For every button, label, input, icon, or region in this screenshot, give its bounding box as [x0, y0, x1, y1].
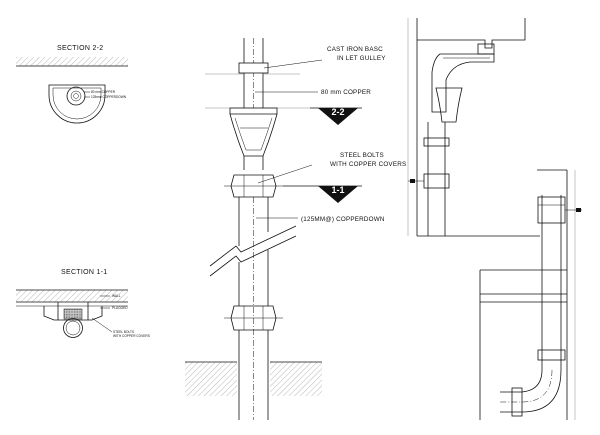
section-2-2: SECTION 2-2 80 mm COPPER 125mm COPPERDOW…	[16, 45, 128, 124]
section-2-2-title: SECTION 2-2	[57, 45, 103, 52]
label-wall: WALL	[112, 294, 121, 298]
lower-bolt-head	[576, 208, 581, 212]
pipe-shoe-detail	[479, 169, 582, 420]
rain-head	[435, 87, 463, 123]
hopper-neck	[243, 156, 264, 170]
shoe-bend-inner	[500, 369, 543, 393]
section-1-1-title: SECTION 1-1	[61, 269, 107, 276]
label-cast-iron-basc: CAST IRON BASC	[327, 46, 383, 53]
leader-gulley	[263, 59, 323, 69]
shoe-collar	[511, 387, 523, 417]
shoe-centerline	[500, 369, 553, 403]
label-80mm-copper: 80 mm COPPER	[321, 89, 371, 96]
wall-hatch	[16, 290, 128, 302]
marker-1-1-triangle	[318, 186, 358, 203]
label-steel-bolts: STEEL BOLTS	[113, 330, 134, 334]
hopper-head-inner	[234, 117, 273, 151]
ground-hatch-left	[185, 362, 237, 396]
plugged-fill	[63, 308, 83, 320]
gulley-block	[238, 62, 269, 74]
marker-2-2-triangle	[318, 108, 358, 125]
downpipe-section-inner	[65, 320, 81, 336]
lower-socket	[537, 349, 566, 361]
label-in-let-gulley: IN LET GULLEY	[337, 55, 386, 62]
marker-2-2-label: 2-2	[331, 107, 344, 117]
bracket-plan-inner	[52, 87, 102, 120]
label-plugged: PLUGGED	[112, 306, 128, 310]
marker-1-1-label: 1-1	[331, 185, 344, 195]
leader-steel-bolts	[257, 164, 313, 184]
downpipe-circle-outer	[66, 86, 86, 106]
label-with-copper-covers: WITH COPPER COVERS	[330, 161, 406, 168]
gutter-bracket	[431, 53, 495, 113]
hopper-rim	[229, 107, 278, 115]
label-steel-bolts: STEEL BOLTS	[340, 152, 384, 159]
label-copper-covers: WITH COPPER COVERS	[113, 334, 150, 338]
label-copperdown: (125MM@) COPPERDOWN	[301, 216, 385, 223]
bracket-section-outline	[43, 306, 103, 321]
bracket-plan-outline	[48, 84, 106, 124]
detail-bolt-head	[410, 179, 415, 183]
break-line-top	[209, 225, 297, 267]
copper-pipe-circle	[73, 93, 79, 99]
hopper-head-outline	[229, 113, 278, 157]
downpipe-elevation: CAST IRON BASC IN LET GULLEY 80 mm COPPE…	[185, 38, 406, 420]
section-1-1: SECTION 1-1 WALL PLUGGED STEEL BOLTS WIT…	[16, 269, 150, 338]
detail-socket-1	[423, 137, 450, 147]
downpipe-section-outer	[63, 318, 83, 338]
ceiling-hatch	[16, 57, 128, 66]
leader-bolts	[91, 317, 113, 333]
note-125mm-copperdown: 125mm COPPERDOWN	[91, 95, 127, 99]
gutter-bracket-detail	[407, 18, 540, 237]
downpipe-circle-inner	[70, 90, 82, 102]
note-80mm-copper: 80 mm COPPER	[91, 90, 116, 94]
break-line-bottom	[209, 235, 297, 277]
ground-hatch-right	[270, 362, 322, 396]
eaves-profile	[417, 18, 526, 49]
